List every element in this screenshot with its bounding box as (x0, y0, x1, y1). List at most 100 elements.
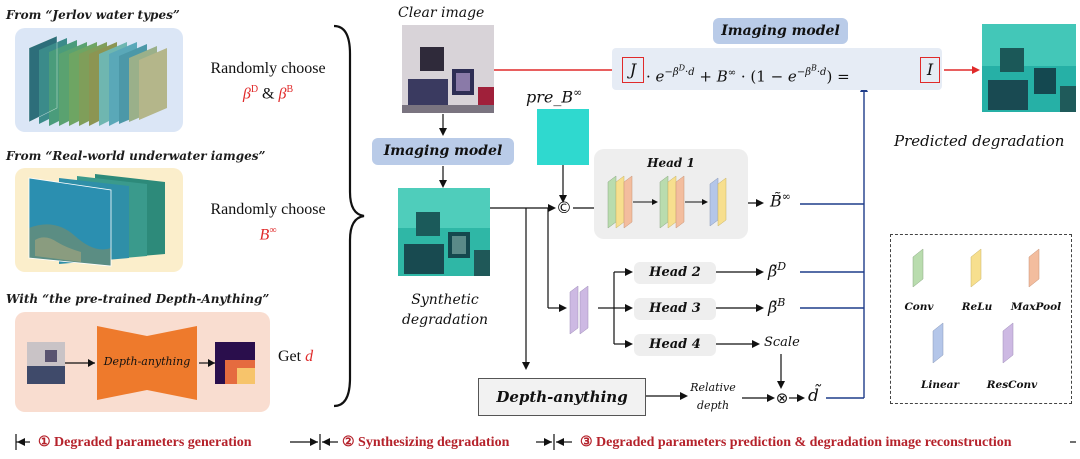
legend-conv-swatch (912, 248, 924, 288)
head1-label: Head 1 (647, 156, 695, 170)
head1-layer-group-3 (709, 177, 727, 227)
head4-box: Head 4 (634, 334, 716, 356)
pre-binf-swatch (537, 109, 589, 165)
pre-binf-label: pre_B∞ (526, 86, 582, 106)
imaging-model-pill-top: Imaging model (713, 18, 848, 44)
legend-linear-swatch (932, 322, 944, 364)
randomly-choose-binf: Randomly choose B∞ (188, 201, 348, 244)
legend-maxpool-label: MaxPool (1010, 301, 1062, 313)
eq-end: ) = (826, 67, 850, 86)
legend-linear-label: Linear (920, 379, 960, 391)
h1-conv-1 (607, 175, 617, 229)
out-binf: B̃∞ (770, 190, 791, 210)
predicted-degradation-label: Predicted degradation (894, 132, 1065, 150)
legend-maxpool-swatch (1028, 248, 1040, 288)
relative-word: Relative (690, 381, 736, 394)
head1-layer-group-1 (607, 175, 633, 229)
out-bb-text: β̃ (768, 297, 778, 317)
h1-relu-1 (615, 175, 625, 229)
equation-bar (612, 48, 942, 90)
jerlov-panel (15, 28, 183, 132)
h1-conv-2 (659, 175, 669, 229)
depth-anything-box: Depth-anything (478, 378, 646, 416)
head1-layer-group-2 (659, 175, 685, 229)
eq-B-sup: ∞ (727, 67, 737, 79)
jerlov-image-stack (28, 35, 167, 126)
beta-d-sup: D (250, 84, 259, 95)
legend-swatches (912, 248, 1040, 364)
legend-relu-label: ReLu (961, 301, 993, 313)
stage-1-label: ① Degraded parameters generation (38, 435, 252, 450)
out-d-tilde: d̃ (808, 386, 819, 406)
jerlov-slices (29, 36, 167, 126)
h1-linear (709, 177, 719, 227)
eq-mid: · (1 − (736, 67, 788, 86)
arrow-model-to-synth (439, 166, 447, 188)
stage-2-label: ② Synthesizing degradation (342, 435, 510, 450)
equation-body: · e−βD·d + B∞ · (1 − e−βB·d) = (646, 57, 850, 85)
out-binf-text: B̃ (770, 191, 782, 211)
depth-pipeline (27, 326, 255, 400)
head2-box: Head 2 (634, 262, 716, 284)
synthetic-image (398, 188, 490, 276)
beta-b-sup: B (286, 84, 294, 95)
scale-label: Scale (764, 335, 800, 350)
head3-box: Head 3 (634, 298, 716, 320)
predicted-image (982, 24, 1076, 112)
out-bd-sup: D (777, 260, 787, 273)
pre-b-text: pre_B (526, 87, 574, 107)
legend-box: Conv ReLu MaxPool Linear ResConv (890, 234, 1072, 404)
choose-text-1: Randomly choose (210, 60, 326, 77)
real-image-stack (28, 174, 165, 267)
eq-exp-1: −βD·d (664, 64, 695, 79)
binf-sup: ∞ (269, 225, 277, 236)
eq-dot-1: · (646, 67, 656, 86)
beta-d: β (242, 85, 251, 103)
head1-layers (607, 175, 727, 229)
out-beta-d: β̃D (768, 260, 786, 280)
get-d: Get d (278, 348, 313, 366)
eq-B: B (716, 67, 728, 86)
randomly-choose-beta: Randomly choose βD & βB (188, 60, 348, 103)
legend-resconv-swatch (1002, 322, 1014, 364)
stage-brackets (15, 434, 1076, 450)
d-symbol: d (305, 348, 314, 365)
curly-brace (333, 24, 365, 408)
clear-image (402, 25, 494, 113)
out-bb-sup: B (777, 296, 786, 309)
relative-depth-label: Relative depth (680, 380, 746, 413)
eq-e-2: e (787, 67, 797, 86)
equation-J: J (622, 57, 644, 83)
degradation-word: degradation (401, 312, 489, 328)
concat-symbol: © (556, 198, 572, 217)
resconv-layer-1 (569, 285, 579, 335)
pre-b-sup: ∞ (573, 86, 583, 99)
resconv-block (569, 285, 589, 335)
choose-text-2: Randomly choose (210, 201, 326, 218)
binf-param: B∞ (188, 225, 348, 244)
binf: B (259, 226, 270, 244)
out-bd-text: β̃ (768, 261, 778, 281)
depth-panel: Depth-anything (15, 312, 270, 412)
source-label-real: From “Real-world underwater iamges” (6, 149, 266, 163)
source-label-depth: With “the pre-trained Depth-Anything” (6, 292, 270, 306)
legend-resconv-label: ResConv (986, 379, 1038, 391)
get-text: Get (278, 348, 306, 365)
h1-relu-2 (667, 175, 677, 229)
synthetic-word: Synthetic (411, 292, 479, 308)
legend-relu-swatch (970, 248, 982, 288)
resconv-layer-2 (579, 285, 589, 335)
beta-params: βD & βB (188, 84, 348, 103)
depth-anything-small-label: Depth-anything (103, 355, 191, 368)
out-beta-b: β̃B (768, 296, 785, 316)
otimes-symbol: ⊗ (775, 389, 789, 407)
out-binf-sup: ∞ (781, 190, 791, 203)
eq-exp-2: −βB·d (796, 64, 827, 79)
beta-b: β (278, 85, 287, 103)
eq-e-1: e (655, 67, 665, 86)
depth-anything-decoder (127, 326, 197, 400)
depth-word: depth (696, 399, 730, 412)
h1-pool-2 (675, 175, 685, 229)
equation-I: I (920, 57, 940, 83)
